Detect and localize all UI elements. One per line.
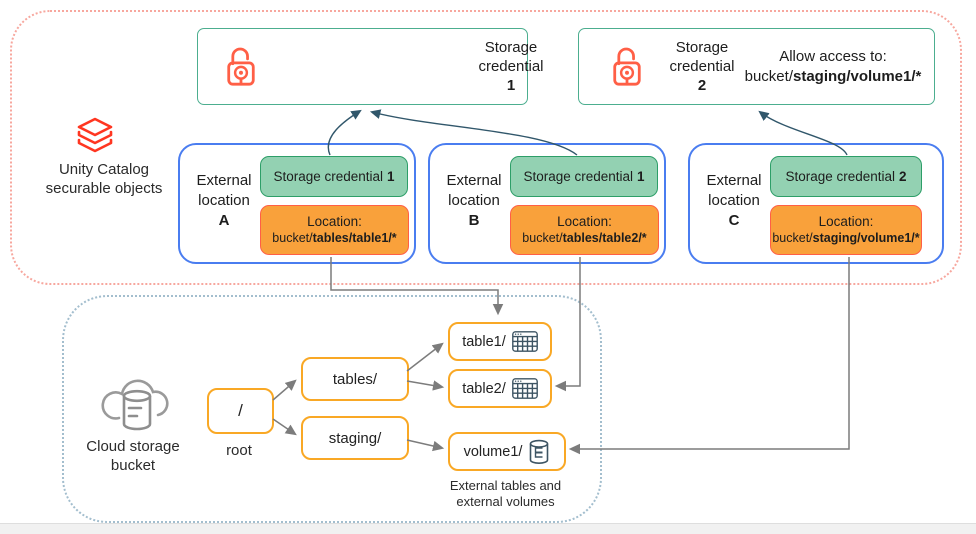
leaf-node-table1: table1/ xyxy=(448,322,552,361)
external-location-c-label: External location C xyxy=(706,172,762,229)
cloud-storage-label: Cloud storage bucket xyxy=(86,438,180,474)
credential-1-title: Storage credential 1 xyxy=(466,38,556,95)
external-location-a-label: External location A xyxy=(196,172,252,229)
location-letter: B xyxy=(468,212,480,229)
storage-credential-1-box: Storage credential 1 Allow access to: bu… xyxy=(197,28,699,105)
volume-icon xyxy=(528,439,550,465)
lock-icon xyxy=(223,41,259,93)
lock-icon xyxy=(609,41,645,93)
table-icon xyxy=(511,331,538,352)
location-pill-b: Location: bucket/tables/table2/* xyxy=(510,205,659,255)
leaf-node-table2: table2/ xyxy=(448,369,552,408)
credential-2-number: 2 xyxy=(697,77,707,94)
credential-2-title: Storage credential 2 xyxy=(657,38,747,95)
leaf-node-volume1: volume1/ xyxy=(448,432,566,471)
credential-1-number: 1 xyxy=(506,77,516,94)
unity-catalog-label: Unity Catalog securable objects xyxy=(24,160,184,198)
credential-1-title-line2: credential xyxy=(478,58,544,75)
external-objects-caption: External tables and external volumes xyxy=(449,478,562,509)
location-letter: A xyxy=(218,212,230,229)
folder-node-tables: tables/ xyxy=(301,357,409,401)
credential-2-title-line1: Storage xyxy=(675,39,729,56)
table-icon xyxy=(511,378,538,399)
arrow-locC-to-volume1 xyxy=(568,257,850,455)
location-letter: C xyxy=(728,212,740,229)
root-caption: root xyxy=(226,442,252,459)
credential-2-access-path: bucket/staging/volume1/* xyxy=(744,68,922,85)
credential-2-title-line2: credential xyxy=(669,58,735,75)
cloud-database-icon xyxy=(95,370,177,434)
unity-catalog-label-line2: securable objects xyxy=(45,180,163,197)
credential-2-access-line1: Allow access to: xyxy=(779,48,887,65)
location-pill-a: Location: bucket/tables/table1/* xyxy=(260,205,409,255)
databricks-stack-icon xyxy=(73,116,117,156)
bottom-divider-bar xyxy=(0,523,976,534)
storage-credential-2-box: Storage credential 2 Allow access to: bu… xyxy=(578,28,935,105)
folder-node-staging: staging/ xyxy=(301,416,409,460)
unity-catalog-label-line1: Unity Catalog xyxy=(58,161,150,178)
credential-2-access: Allow access to: bucket/staging/volume1/… xyxy=(739,47,927,87)
root-node: / xyxy=(207,388,274,434)
credential-1-title-line1: Storage xyxy=(484,39,538,56)
location-pill-c: Location: bucket/staging/volume1/* xyxy=(770,205,922,255)
external-location-b-label: External location B xyxy=(446,172,502,229)
